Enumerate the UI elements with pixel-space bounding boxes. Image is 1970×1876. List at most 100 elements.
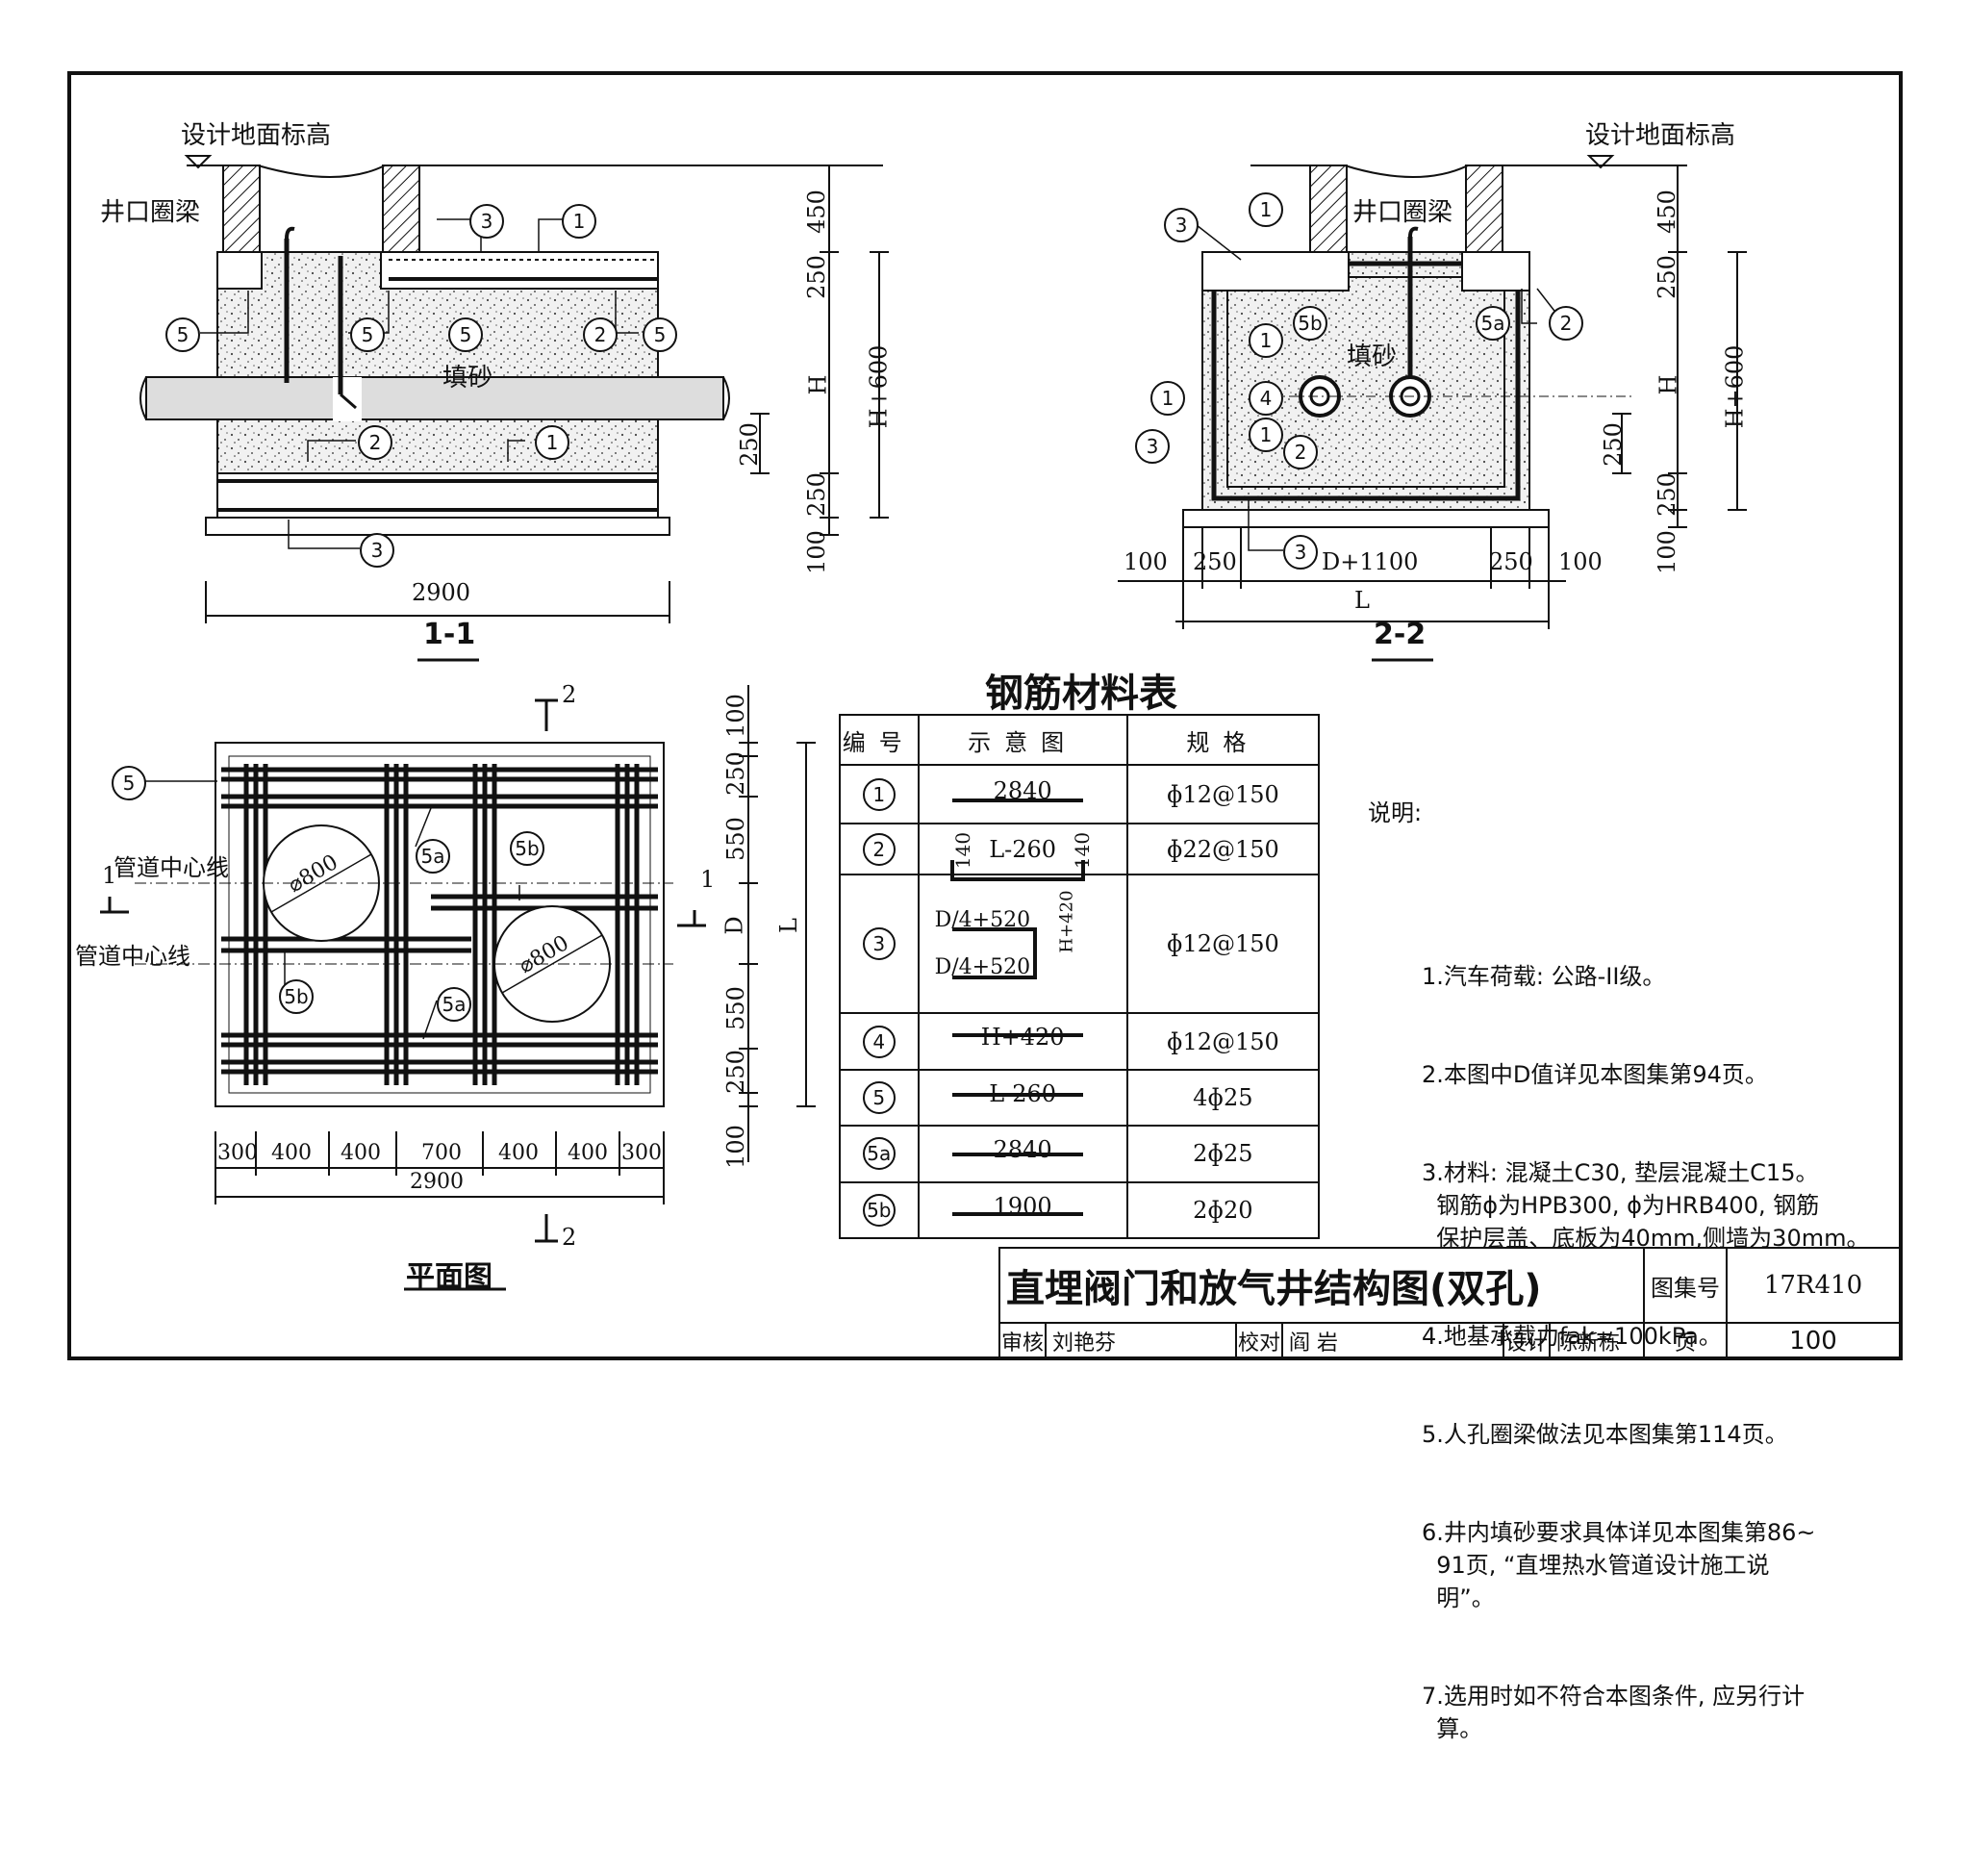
callout-5: 5 (448, 317, 483, 352)
spec-cell: ɸ12@150 (1125, 763, 1321, 825)
dim-100: 100 (721, 1125, 749, 1169)
dim-250: 250 (721, 1050, 749, 1094)
note-item: 1.汽车荷载: 公路-II级。 (1422, 963, 1666, 990)
shape-length: 1900 (993, 1192, 1052, 1220)
spec-cell: 4ɸ25 (1125, 1068, 1321, 1128)
dim-250: 250 (802, 255, 830, 299)
plan-view-drawing (100, 685, 816, 1291)
dim-100: 100 (1124, 548, 1168, 575)
dim-D: D (720, 916, 748, 935)
plan-view-title: 平面图 (406, 1260, 492, 1294)
callout-5a: 5a (1476, 306, 1510, 341)
table-row: 5b 1900 2ɸ20 (839, 1180, 1321, 1240)
dim-400: 400 (271, 1141, 312, 1165)
callout-5b: 5b (510, 831, 544, 866)
callout-1: 1 (1249, 418, 1283, 452)
pipe-centerline-label: 管道中心线 (75, 943, 190, 970)
callout-5: 5 (643, 317, 677, 352)
dim-450: 450 (1653, 190, 1680, 234)
section-2-2-title: 2-2 (1374, 618, 1427, 651)
shape-length: D/4+520 (934, 954, 1031, 979)
shape-cell: 2840 (917, 763, 1128, 825)
designer-name: 陈新栋 (1549, 1322, 1645, 1360)
shape-cell: H+420 (917, 1012, 1128, 1071)
shape-side-length: H+420 (1056, 890, 1077, 953)
dim-100: 100 (1653, 530, 1680, 574)
col-header-diagram: 示意图 (917, 714, 1128, 766)
dim-H-plus-600: H+600 (1721, 344, 1749, 429)
dim-250: 250 (802, 472, 830, 517)
spec-cell: ɸ12@150 (1125, 873, 1321, 1015)
shape-length: 2840 (993, 777, 1052, 804)
checker-name: 阎 岩 (1281, 1322, 1504, 1360)
notes-heading: 说明: (1368, 799, 1423, 826)
row-number: 3 (862, 927, 896, 961)
callout-3: 3 (469, 204, 504, 239)
callout-1: 1 (1249, 192, 1283, 227)
dim-250: 250 (721, 751, 749, 796)
callout-2: 2 (1549, 306, 1583, 341)
dim-250: 250 (1653, 255, 1680, 299)
callout-2: 2 (583, 317, 618, 352)
dim-250: 250 (1599, 422, 1627, 467)
row-number: 2 (862, 832, 896, 866)
shape-cell: 1900 (917, 1180, 1128, 1240)
shape-side-length: 140 (951, 831, 975, 869)
check-label: 校对 (1235, 1322, 1283, 1360)
callout-5a: 5a (437, 987, 471, 1022)
spec-cell: ɸ12@150 (1125, 1012, 1321, 1071)
dim-400: 400 (568, 1141, 608, 1165)
callout-5: 5 (350, 317, 385, 352)
shape-side-length: 140 (1071, 831, 1095, 869)
callout-1: 1 (535, 425, 569, 460)
dim-H: H (1654, 374, 1682, 395)
linework (67, 71, 1903, 1360)
callout-1: 1 (562, 204, 596, 239)
spec-cell: 2ɸ25 (1125, 1125, 1321, 1183)
col-header-spec: 规格 (1125, 714, 1321, 766)
drawing-title: 直埋阀门和放气井结构图(双孔) (998, 1247, 1645, 1324)
dim-300: 300 (621, 1141, 662, 1165)
spec-cell: 2ɸ20 (1125, 1180, 1321, 1240)
dim-L: L (774, 918, 802, 933)
page-number: 100 (1726, 1322, 1901, 1360)
section-1-1-drawing (139, 155, 889, 662)
table-row: 4 H+420 ɸ12@150 (839, 1012, 1321, 1071)
shape-length: L-260 (989, 1079, 1057, 1107)
sand-fill-label-2: 填砂 (1347, 342, 1398, 371)
dim-550: 550 (721, 817, 749, 861)
design-label: 设计 (1503, 1322, 1551, 1360)
shape-length: L-260 (989, 835, 1057, 863)
section-2-2-drawing (1118, 155, 1747, 662)
dim-2900: 2900 (410, 1170, 464, 1194)
page-label: 页 (1643, 1322, 1728, 1360)
dim-H-plus-600: H+600 (865, 344, 893, 429)
shape-length: 2840 (993, 1136, 1052, 1164)
ground-level-label-2: 设计地面标高 (1585, 121, 1736, 150)
note-item: 5.人孔圈梁做法见本图集第114页。 (1422, 1421, 1788, 1448)
callout-1: 1 (1150, 381, 1185, 416)
section-mark-2-bottom: 2 (562, 1224, 577, 1251)
dim-400: 400 (341, 1141, 381, 1165)
reviewer-name: 刘艳芬 (1045, 1322, 1237, 1360)
callout-1: 1 (1249, 323, 1283, 358)
dim-300: 300 (217, 1141, 258, 1165)
atlas-number: 17R410 (1726, 1247, 1901, 1324)
dim-450: 450 (802, 190, 830, 234)
callout-4: 4 (1249, 381, 1283, 416)
table-row: 5a 2840 2ɸ25 (839, 1125, 1321, 1183)
note-item: 2.本图中D值详见本图集第94页。 (1422, 1061, 1768, 1088)
callout-2: 2 (1283, 435, 1318, 469)
dim-L: L (1354, 587, 1370, 614)
row-number: 1 (862, 777, 896, 811)
callout-3: 3 (1135, 429, 1170, 464)
dim-400: 400 (498, 1141, 539, 1165)
row-number: 4 (862, 1025, 896, 1058)
section-mark-1-left: 1 (102, 862, 117, 889)
callout-3: 3 (360, 533, 394, 568)
shape-cell: L-260 (917, 1068, 1128, 1128)
callout-5: 5 (112, 766, 146, 800)
